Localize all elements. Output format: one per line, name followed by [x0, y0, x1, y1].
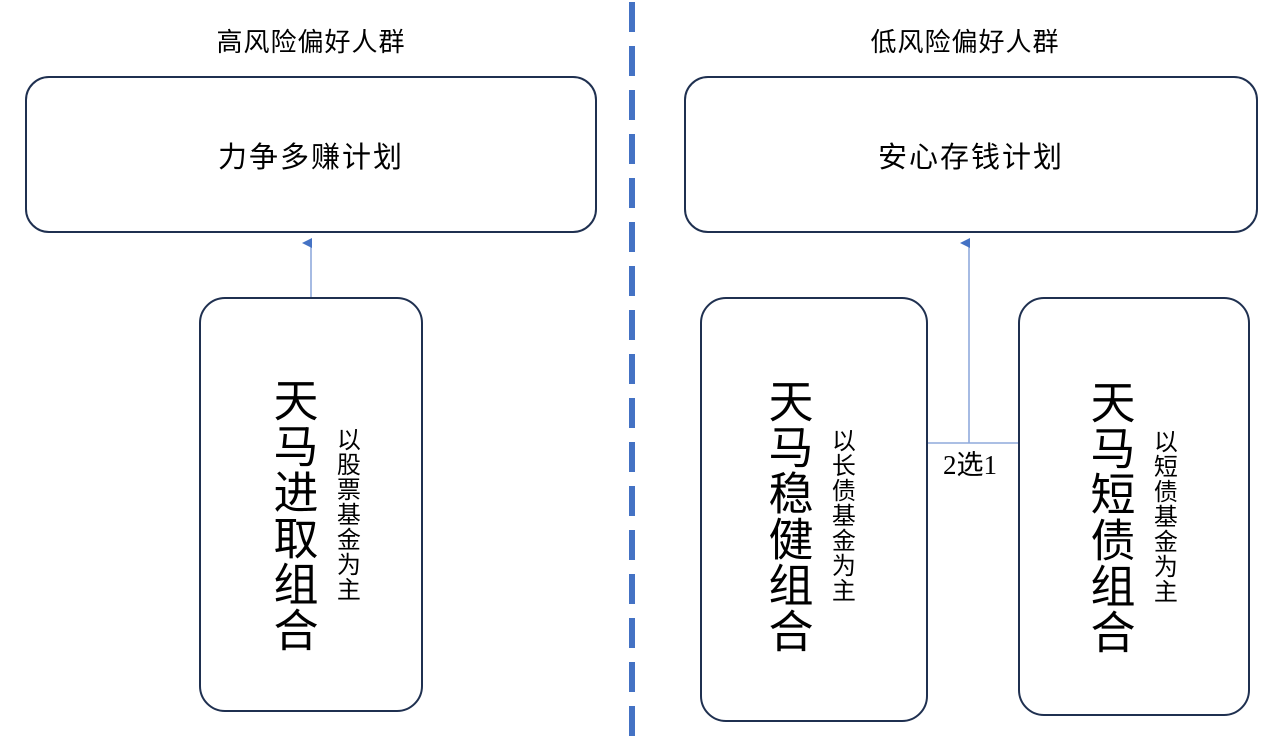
- portfolio-note-aggressive: 以股票基金为主: [332, 427, 359, 602]
- portfolio-text-stack: 天马短债组合 以短债基金为主: [1083, 378, 1176, 655]
- vertical-dashed-divider: [629, 2, 635, 739]
- portfolio-box-steady[interactable]: 天马稳健组合 以长债基金为主: [700, 297, 928, 722]
- portfolio-box-aggressive[interactable]: 天马进取组合 以股票基金为主: [199, 297, 423, 712]
- plan-label-low-risk: 安心存钱计划: [877, 141, 1064, 174]
- portfolio-text-stack: 天马稳健组合 以长债基金为主: [761, 377, 854, 654]
- plan-label-high-risk: 力争多赚计划: [217, 141, 404, 174]
- choice-label-2-of-1: 2选1: [943, 450, 997, 480]
- plan-box-low-risk[interactable]: 安心存钱计划: [684, 76, 1258, 233]
- portfolio-text-stack: 天马进取组合 以股票基金为主: [266, 376, 359, 653]
- portfolio-name-short-bond: 天马短债组合: [1083, 378, 1134, 655]
- column-title-low-risk: 低风险偏好人群: [870, 28, 1060, 57]
- portfolio-box-short-bond[interactable]: 天马短债组合 以短债基金为主: [1018, 297, 1250, 716]
- portfolio-note-steady: 以长债基金为主: [827, 428, 854, 603]
- portfolio-name-aggressive: 天马进取组合: [266, 376, 317, 653]
- portfolio-note-short-bond: 以短债基金为主: [1149, 429, 1176, 604]
- column-title-high-risk: 高风险偏好人群: [216, 28, 406, 57]
- plan-box-high-risk[interactable]: 力争多赚计划: [25, 76, 597, 233]
- portfolio-name-steady: 天马稳健组合: [761, 377, 812, 654]
